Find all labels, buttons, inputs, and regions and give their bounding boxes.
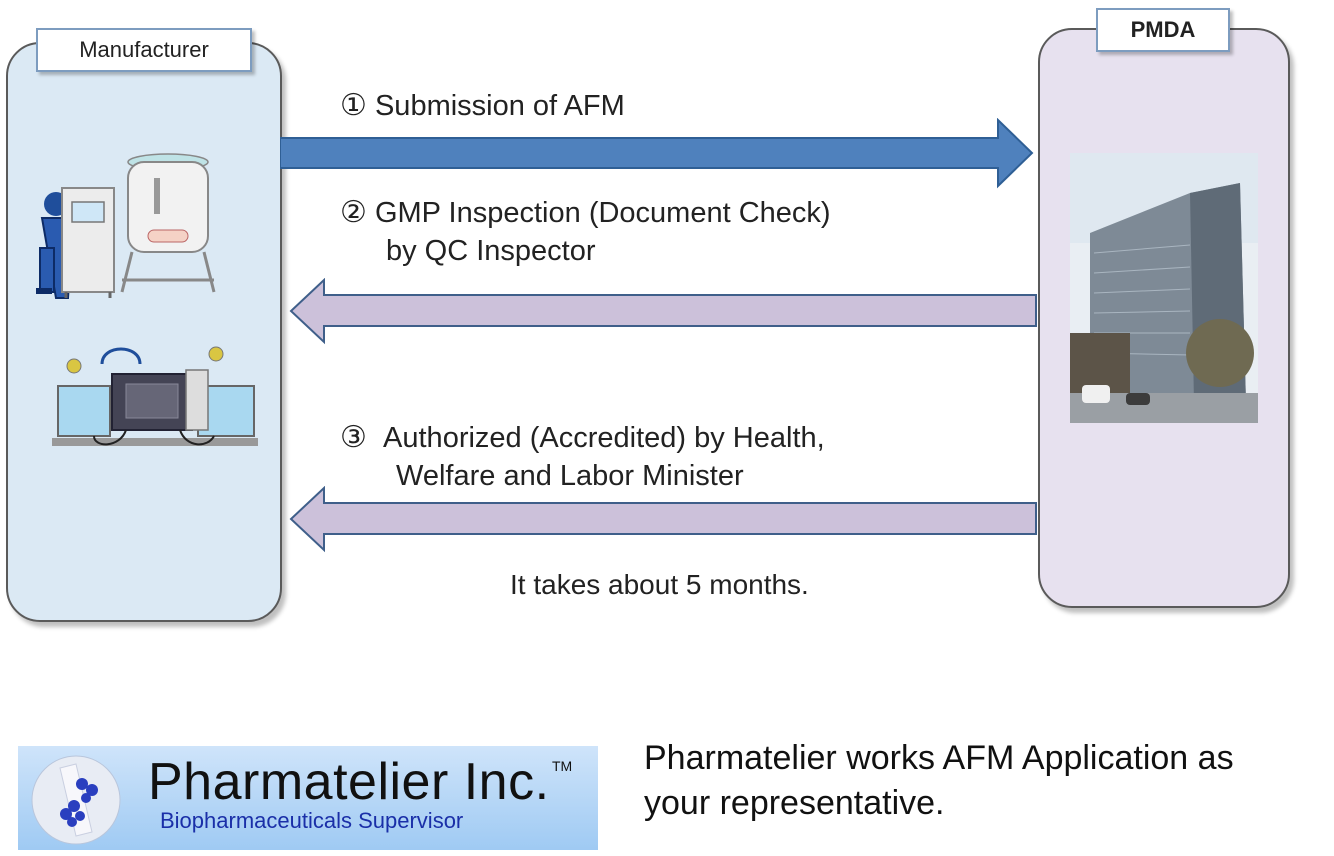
step-3-label: ③ Authorized (Accredited) by Health, bbox=[340, 418, 825, 458]
representative-line-1: Pharmatelier works AFM Application as bbox=[644, 739, 1234, 777]
step-3-number: ③ bbox=[340, 421, 367, 454]
arrow-submission bbox=[280, 118, 1034, 189]
manufacturer-panel bbox=[6, 42, 282, 622]
representative-line-2: your representative. bbox=[644, 784, 945, 822]
representative-statement: Pharmatelier works AFM Application as yo… bbox=[644, 736, 1234, 826]
manufacturing-equipment-illustration bbox=[36, 153, 258, 446]
step-1-text: Submission of AFM bbox=[374, 90, 625, 122]
duration-note: It takes about 5 months. bbox=[510, 569, 809, 600]
manufacturer-label: Manufacturer bbox=[36, 28, 252, 72]
logo-trademark: TM bbox=[552, 758, 573, 774]
pmda-building-photo bbox=[1070, 153, 1258, 423]
filtration-skid-icon bbox=[52, 346, 258, 446]
logo-subtitle: Biopharmaceuticals Supervisor bbox=[160, 808, 464, 833]
bioreactor-icon bbox=[120, 153, 216, 293]
step-2-line2: by QC Inspector bbox=[386, 235, 596, 267]
logo-emblem-icon bbox=[31, 755, 121, 845]
step-2-number: ② bbox=[340, 196, 367, 229]
pmda-label: PMDA bbox=[1096, 8, 1230, 52]
step-1-number: ① bbox=[340, 89, 367, 122]
logo-company-name: Pharmatelier Inc. bbox=[148, 753, 550, 811]
arrow-gmp-inspection bbox=[289, 278, 1037, 345]
step-3-line1: Authorized (Accredited) by Health, bbox=[383, 422, 825, 454]
step-3-line2: Welfare and Labor Minister bbox=[396, 460, 744, 492]
step-2-line1: GMP Inspection (Document Check) bbox=[374, 197, 831, 229]
step-2-label: ② GMP Inspection (Document Check) bbox=[340, 193, 831, 233]
control-cabinet-icon bbox=[61, 187, 115, 298]
arrow-authorization bbox=[289, 486, 1037, 553]
step-1-label: ① Submission of AFM bbox=[340, 86, 625, 126]
